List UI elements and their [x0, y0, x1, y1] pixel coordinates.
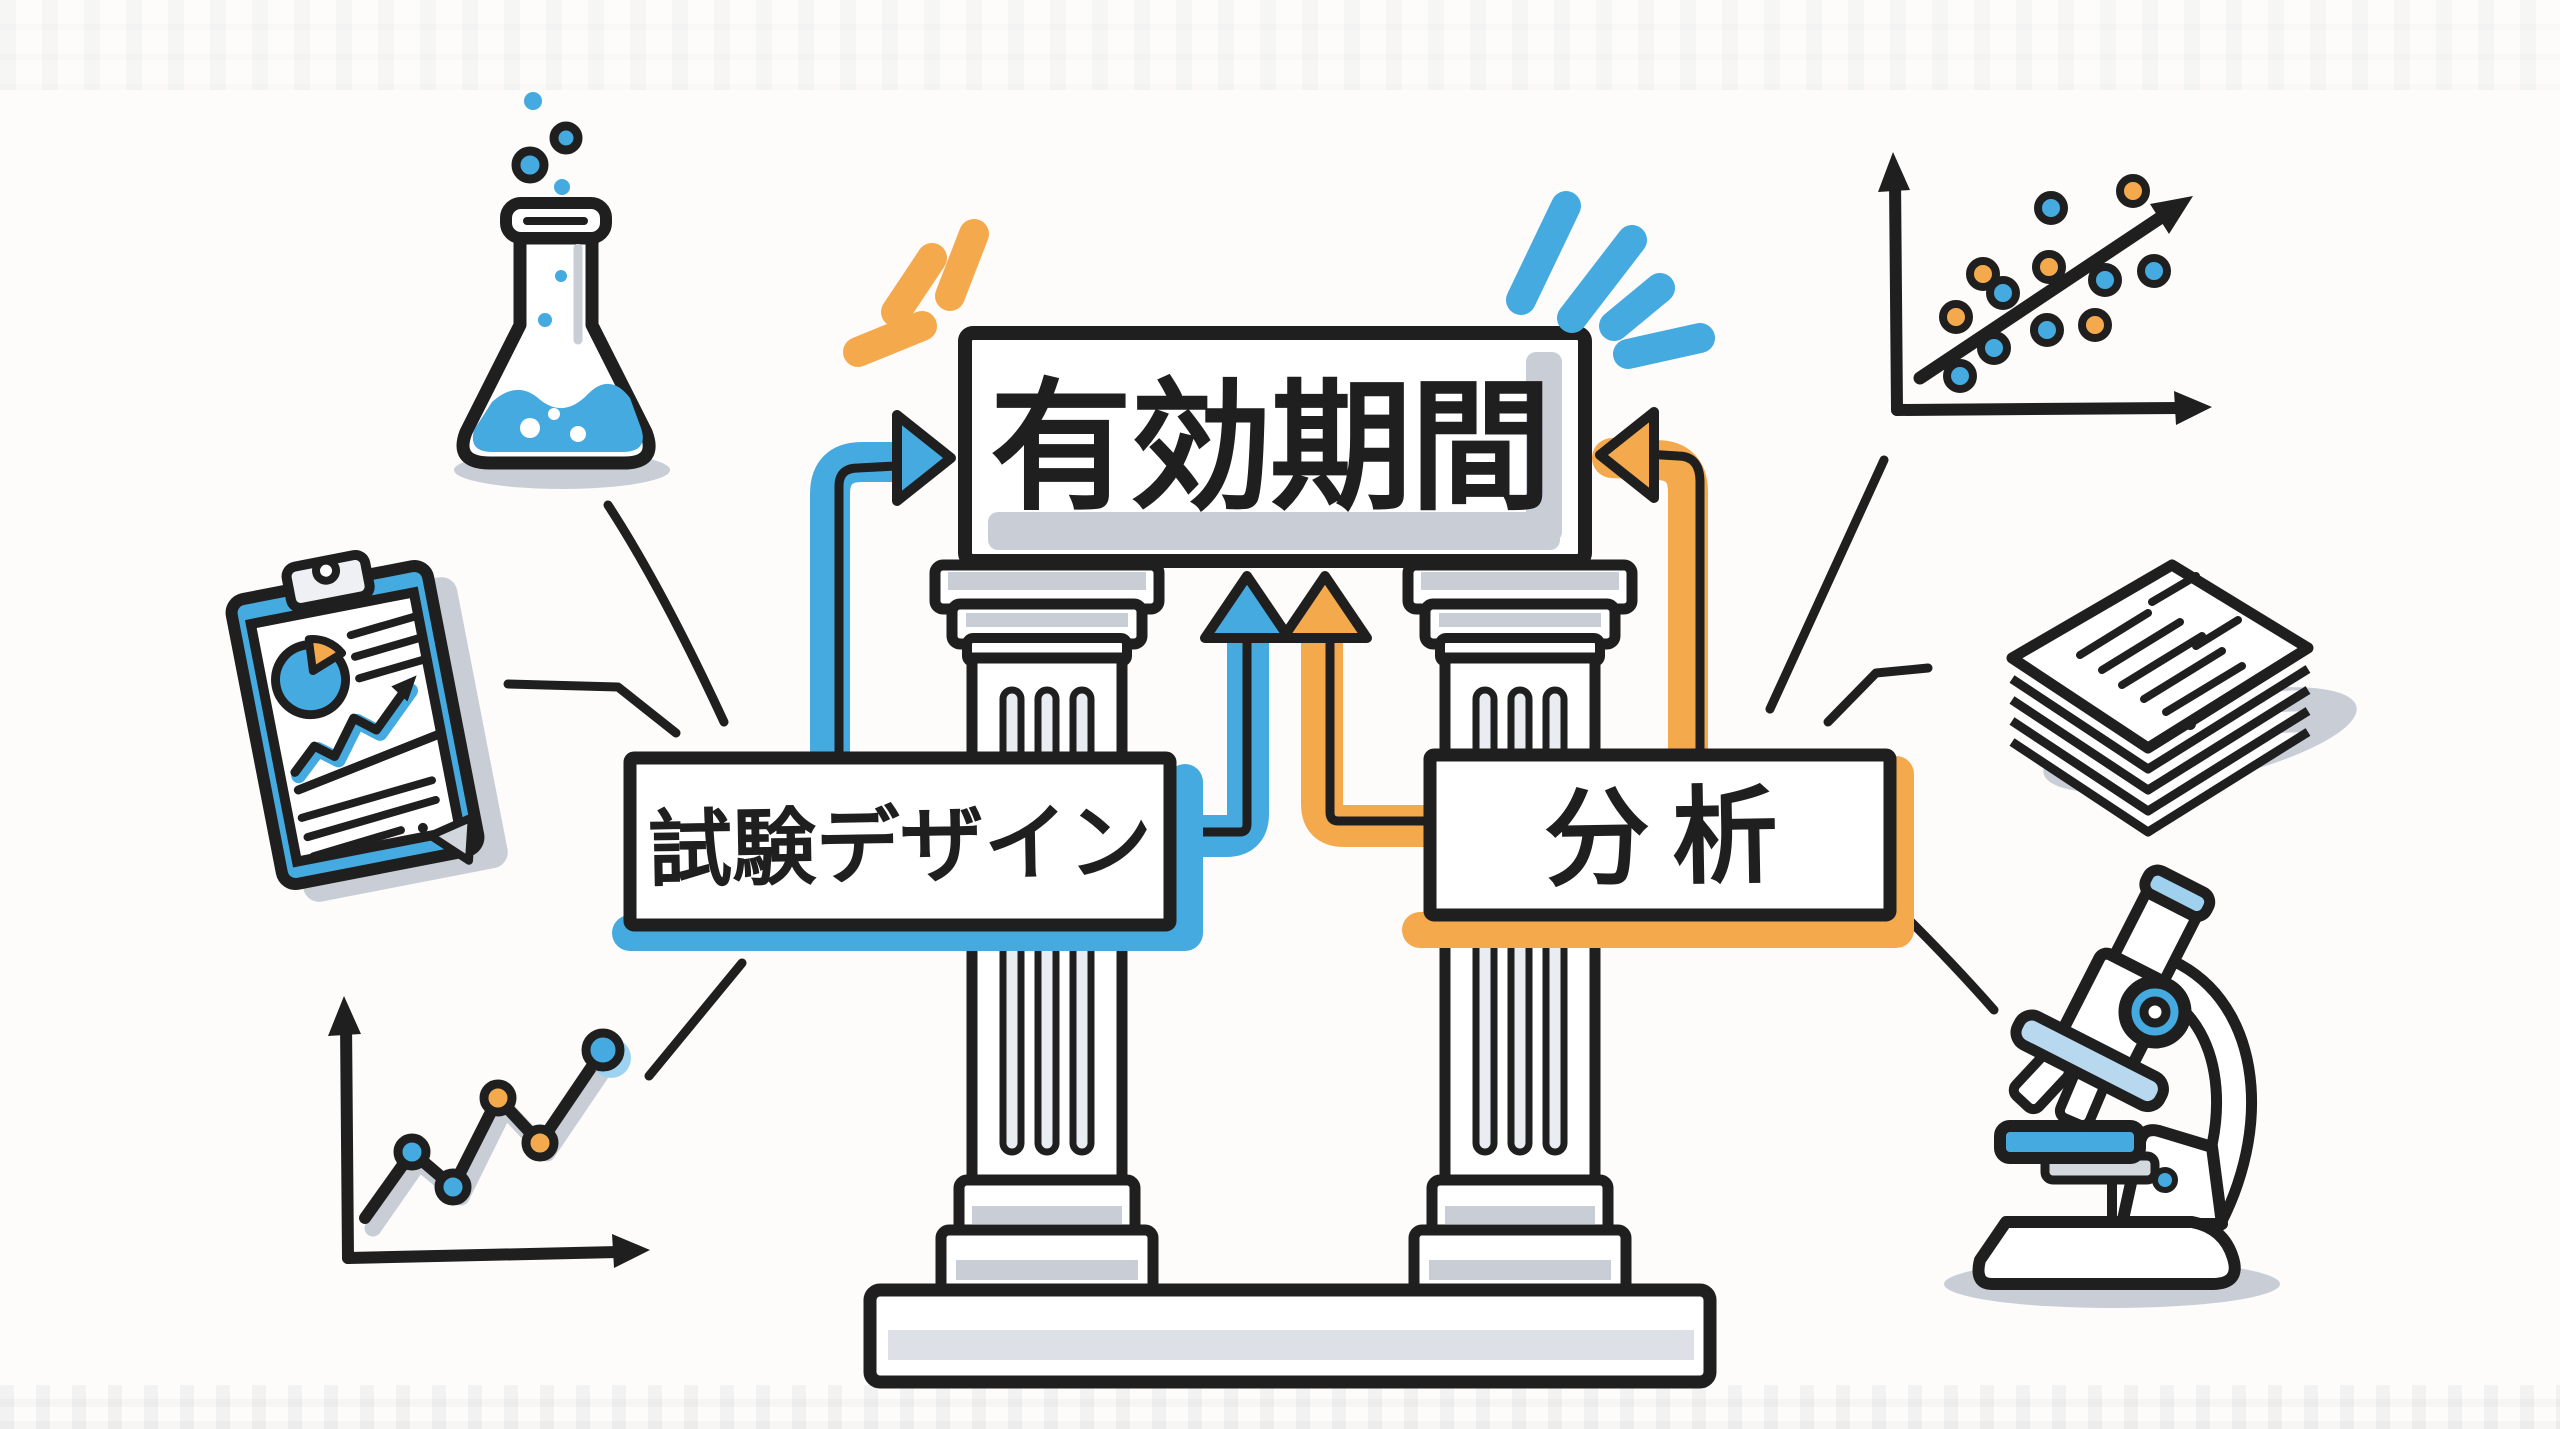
paper-stack-icon [2006, 559, 2357, 837]
microscope-tube [2008, 864, 2216, 1131]
clipboard-trend-line [290, 675, 444, 795]
clipboard-text-lines [346, 612, 427, 683]
clipboard-icon [225, 549, 508, 902]
connector-chart-to-design-box [644, 958, 747, 1081]
microscope-icon [1944, 864, 2280, 1308]
line-chart-points [393, 1028, 631, 1206]
base-platform [863, 1283, 1717, 1389]
orange-side-arrow [1592, 407, 1708, 784]
paper-text-lines [2076, 572, 2246, 716]
blue-side-arrow [810, 410, 956, 788]
connector-clipboard-to-design-box [503, 679, 681, 738]
connector-scatter-to-analysis-box [1765, 455, 1889, 714]
clipboard-bottom-lines [297, 776, 440, 861]
validity-sign: 有効期間 [958, 326, 1592, 568]
clipboard-pie-chart [271, 635, 351, 720]
orange-up-arrow [1278, 571, 1451, 847]
scatter-plot-icon [1878, 152, 2212, 425]
sparkle-accents-orange [843, 219, 989, 367]
sparkle-accents-blue [1506, 191, 1715, 369]
blue-up-arrow [1154, 571, 1294, 857]
line-chart-icon [328, 996, 650, 1268]
flask-icon [454, 92, 670, 489]
sign-label: 有効期間 [990, 366, 1550, 531]
connector-flask-to-design-box [603, 500, 729, 727]
study-design-label: 試験デザイン [647, 793, 1153, 900]
scatter-dots [1939, 174, 2171, 393]
flask-bubbles [511, 92, 583, 327]
connector-papers-to-analysis-box [1823, 663, 1933, 727]
analysis-label: 分析 [1543, 774, 1801, 901]
analysis-box: 分析 [1402, 748, 1914, 948]
study-design-box: 試験デザイン [612, 751, 1203, 951]
